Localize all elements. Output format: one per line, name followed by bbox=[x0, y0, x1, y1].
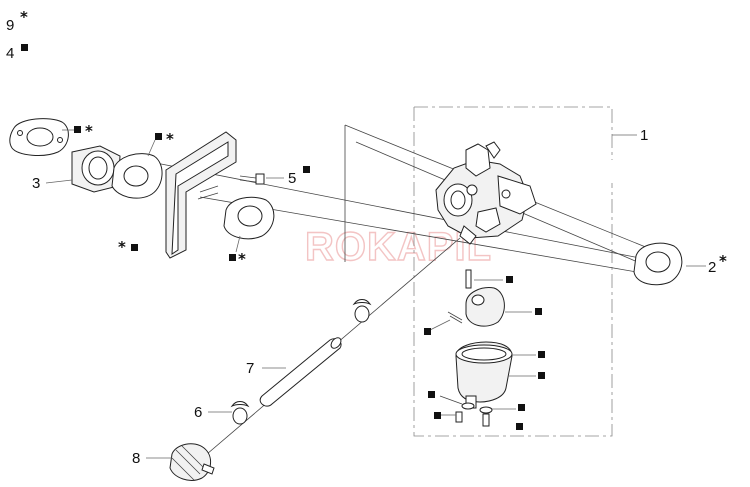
intake-gasket-left bbox=[9, 118, 69, 156]
marker-square bbox=[434, 412, 441, 419]
gasket-right bbox=[633, 242, 683, 286]
marker-square bbox=[518, 404, 525, 411]
legend-star-symbol: * bbox=[20, 8, 28, 26]
callout-6: 6 bbox=[194, 404, 202, 421]
marker-square bbox=[538, 372, 545, 379]
marker-star: * bbox=[719, 252, 727, 270]
marker-square bbox=[131, 244, 138, 251]
marker-square bbox=[424, 328, 431, 335]
heat-shield-plate bbox=[165, 131, 237, 259]
hose-clamp-6 bbox=[230, 401, 250, 425]
marker-square bbox=[538, 351, 545, 358]
callout-1: 1 bbox=[640, 127, 648, 144]
carburetor-group-outline-top bbox=[414, 106, 613, 160]
fuel-hose bbox=[259, 337, 342, 407]
insulator-spacer bbox=[71, 145, 121, 193]
float-pin bbox=[465, 269, 472, 289]
marker-square bbox=[535, 308, 542, 315]
marker-star: * bbox=[85, 122, 93, 140]
marker-square bbox=[155, 133, 162, 140]
callout-3: 3 bbox=[32, 175, 40, 192]
marker-square bbox=[303, 166, 310, 173]
callout-2: 2 bbox=[708, 259, 716, 276]
marker-star: * bbox=[238, 250, 246, 268]
leader-3 bbox=[45, 179, 73, 184]
screw-part-5 bbox=[239, 173, 265, 185]
hose-clamp-upper bbox=[352, 299, 372, 323]
callout-8: 8 bbox=[132, 450, 140, 467]
leader bbox=[147, 139, 156, 157]
marker-square bbox=[516, 423, 523, 430]
carburetor-group-outline bbox=[413, 107, 613, 437]
gasket-front bbox=[223, 196, 275, 240]
marker-square bbox=[506, 276, 513, 283]
legend: 9 * 4 bbox=[6, 8, 28, 62]
marker-star: * bbox=[166, 130, 174, 148]
legend-square-symbol bbox=[21, 44, 28, 51]
float-bowl bbox=[455, 341, 513, 409]
marker-square bbox=[229, 254, 236, 261]
axis-lines bbox=[155, 124, 661, 461]
marker-square bbox=[74, 126, 81, 133]
float bbox=[447, 287, 505, 327]
callout-7: 7 bbox=[246, 360, 254, 377]
fuel-filter bbox=[169, 443, 215, 481]
gasket-middle bbox=[111, 153, 163, 199]
legend-number-4: 4 bbox=[6, 45, 14, 62]
leader bbox=[235, 235, 241, 253]
legend-number-9: 9 bbox=[6, 17, 14, 34]
drain-screw-washer bbox=[439, 395, 493, 427]
carburetor-body bbox=[435, 141, 537, 245]
callout-5: 5 bbox=[288, 170, 296, 187]
leader bbox=[429, 319, 451, 331]
marker-star: * bbox=[118, 238, 126, 256]
marker-square bbox=[428, 391, 435, 398]
